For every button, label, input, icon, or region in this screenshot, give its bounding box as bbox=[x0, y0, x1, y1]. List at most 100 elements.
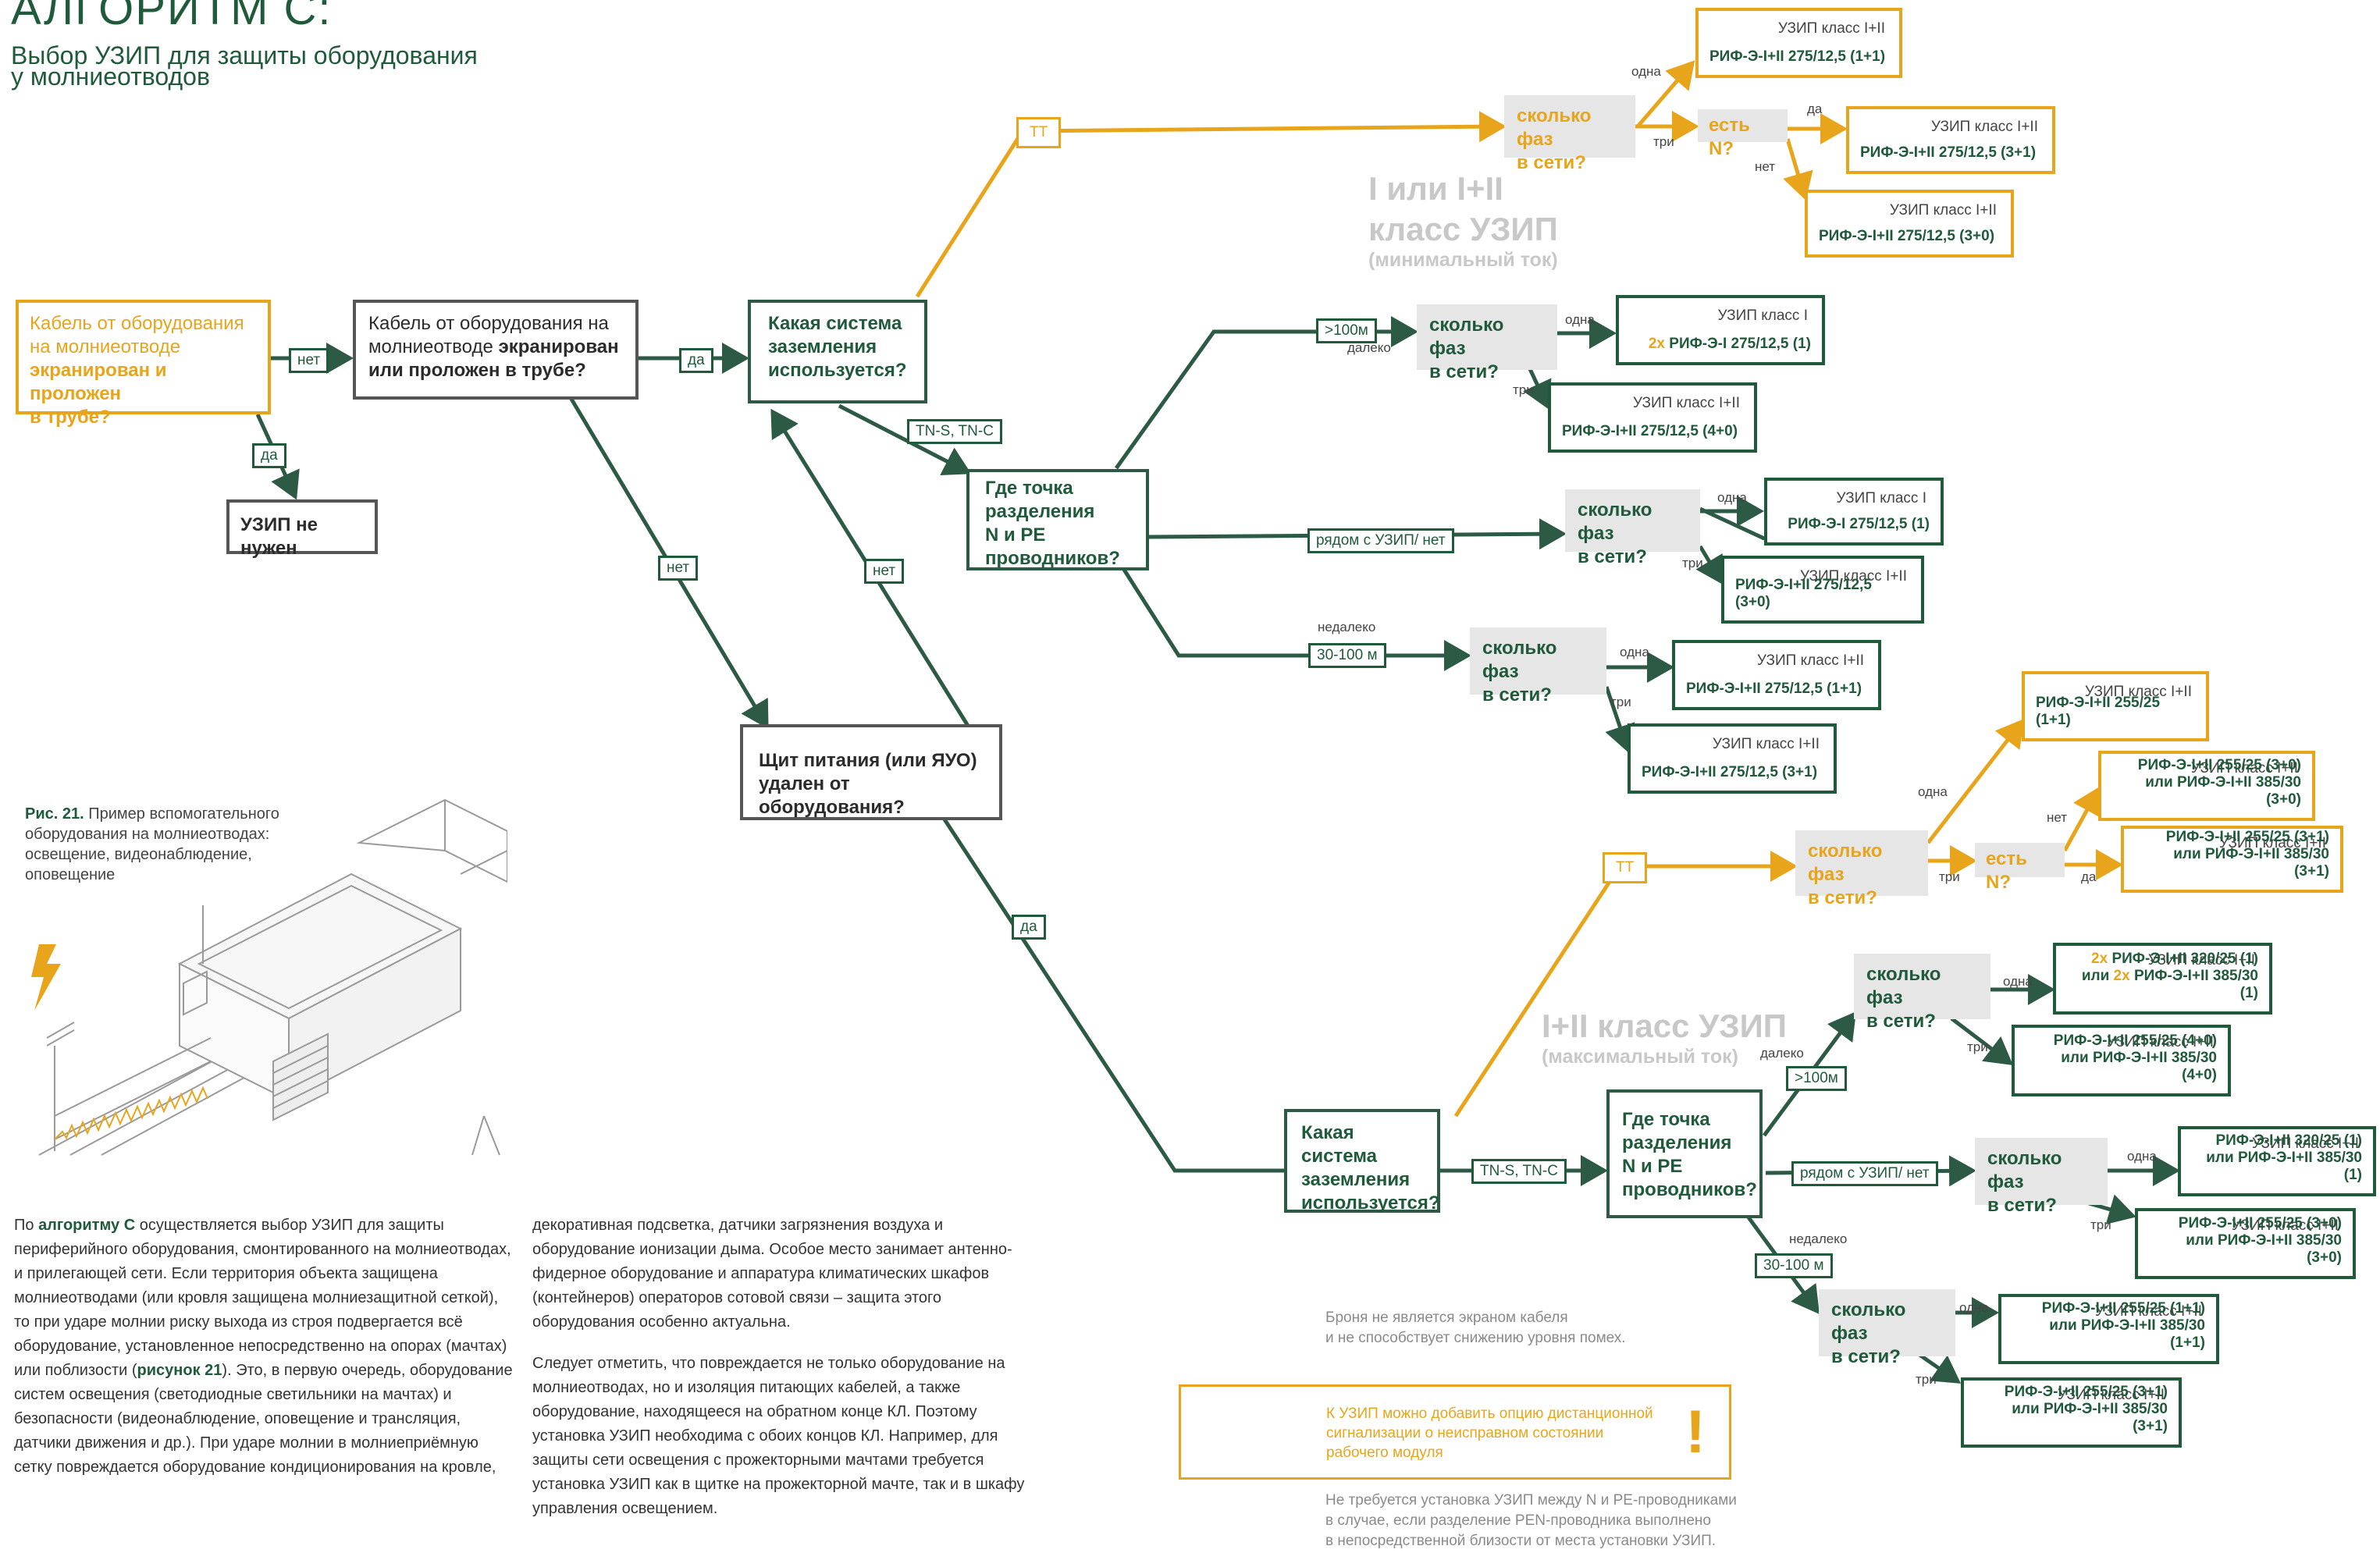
edge-label-near-spd: рядом с УЗИП/ нет bbox=[1791, 1161, 1938, 1186]
edge-label-tns-tnc: TN-S, TN-C bbox=[1471, 1159, 1567, 1184]
phases-line: в сети? bbox=[1429, 361, 1499, 382]
result-class: УЗИП класс I+II bbox=[2084, 684, 2192, 700]
max-class-line: I+II класс УЗИП bbox=[1542, 1007, 1787, 1044]
result-class: УЗИП класс I+II bbox=[2094, 1303, 2202, 1320]
figure-caption-label: Рис. 21. bbox=[25, 805, 84, 823]
result-class: УЗИП класс I+II bbox=[1889, 202, 1997, 219]
result-value: РИФ-Э-I+II 275/12,5 (3+0) bbox=[1735, 577, 1872, 610]
body-paragraph: По алгоритму С осуществляется выбор УЗИП… bbox=[14, 1214, 514, 1480]
min-class-label: I или I+II класс УЗИП (минимальный ток) bbox=[1368, 169, 1558, 270]
edge-label-range: 30-100 м bbox=[1308, 643, 1386, 668]
body-paragraph: декоративная подсветка, датчики загрязне… bbox=[532, 1217, 1012, 1331]
result-class: УЗИП класс I+II bbox=[2231, 1217, 2339, 1234]
phases-line: в сети? bbox=[1808, 887, 1877, 908]
result-box: УЗИП класс I+II РИФ-Э-I+II 255/25 (1+1) … bbox=[1998, 1294, 2219, 1364]
result-class: УЗИП класс I+II bbox=[2251, 1135, 2359, 1152]
result-value: РИФ-Э-I+II 320/25 (1) или РИФ-Э-I+II 385… bbox=[2192, 1132, 2362, 1184]
edge-text-one: одна bbox=[1565, 312, 1595, 327]
edge-text-not-far: недалеко bbox=[1318, 620, 1376, 634]
result-value: РИФ-Э-I+II 255/25 (3+1) или РИФ-Э-I+II 3… bbox=[1975, 1384, 2168, 1435]
split1-line: разделения bbox=[985, 501, 1095, 522]
result-multiplier: 2х bbox=[2113, 968, 2134, 984]
edge-label-tt: ТТ bbox=[1016, 117, 1062, 148]
result-box: УЗИП класс I+II РИФ-Э-I+II 255/25 (3+0) … bbox=[2135, 1208, 2356, 1279]
edge-text-no: нет bbox=[1755, 159, 1776, 174]
edge-text-one: одна bbox=[1918, 784, 1948, 799]
figure-caption: Рис. 21. Пример вспомогательного оборудо… bbox=[25, 804, 322, 885]
edge-text-three: три bbox=[1967, 1039, 1988, 1054]
edge-text-one: одна bbox=[1620, 645, 1649, 659]
result-box: УЗИП класс I+II РИФ-Э-I+II 255/25 (3+1) … bbox=[1961, 1377, 2182, 1448]
edge-text-three: три bbox=[1939, 869, 1960, 884]
result-box: УЗИП класс I+II РИФ-Э-I+II 255/25 (1+1) bbox=[2022, 671, 2209, 741]
edge-label-near-spd: рядом с УЗИП/ нет bbox=[1307, 528, 1454, 553]
result-class: УЗИП класс I+II bbox=[1930, 119, 2038, 135]
phases-question-e: сколько фаз в сети? bbox=[1975, 1138, 2108, 1216]
min-class-line: класс УЗИП bbox=[1368, 211, 1558, 247]
edge-label-tt: ТТ bbox=[1603, 852, 1648, 883]
callout-text: К УЗИП можно добавить опцию дистанционно… bbox=[1326, 1404, 1653, 1462]
callout-line: рабочего модуля bbox=[1326, 1445, 1443, 1461]
panel-remote-question-box: Щит питания (или ЯУО) удален от оборудов… bbox=[740, 724, 1002, 820]
split2-line: проводников? bbox=[1622, 1179, 1757, 1200]
start-line: в трубе? bbox=[30, 407, 111, 428]
split1-line: Где точка bbox=[985, 478, 1073, 499]
note-line: и не способствует снижению уровня помех. bbox=[1325, 1330, 1626, 1346]
callout-line: сигнализации о неисправном состоянии bbox=[1326, 1425, 1604, 1441]
body-text-run: По bbox=[14, 1217, 39, 1234]
result-line: РИФ-Э-I+II 255/25 (3+0) bbox=[2178, 1215, 2342, 1231]
phases-question-b: сколько фаз в сети? bbox=[1565, 489, 1700, 567]
edge-text-one: одна bbox=[1959, 1300, 1989, 1315]
body-text-bold: алгоритму С bbox=[38, 1217, 136, 1234]
result-box: УЗИП класс I+II РИФ-Э-I+II 275/12,5 (3+1… bbox=[1846, 106, 2055, 174]
phases-line: сколько фаз bbox=[1987, 1148, 2062, 1192]
result-class: УЗИП класс I+II bbox=[2190, 760, 2298, 776]
result-value: РИФ-Э-I+II 255/25 (3+1) или РИФ-Э-I+II 3… bbox=[2135, 829, 2329, 880]
result-box: УЗИП класс I+II РИФ-Э-I+II 275/12,5 (1+1… bbox=[1695, 8, 1902, 78]
result-value: РИФ-Э-I+II 275/12,5 (3+1) bbox=[1860, 144, 2037, 161]
result-box: УЗИП класс I РИФ-Э-I 275/12,5 (1) bbox=[1764, 478, 1944, 546]
remote-signal-callout: К УЗИП можно добавить опцию дистанционно… bbox=[1179, 1384, 1731, 1480]
phases-question-d: сколько фаз в сети? bbox=[1854, 954, 1990, 1032]
phases-line: сколько фаз bbox=[1578, 499, 1652, 544]
split2-line: N и PE bbox=[1622, 1156, 1683, 1177]
subtitle-line: Выбор УЗИП для защиты оборудования bbox=[11, 41, 478, 69]
panel-line: Щит питания (или ЯУО) bbox=[759, 750, 977, 771]
result-line: РИФ-Э-I+II 255/25 (3+0) bbox=[2137, 757, 2301, 773]
result-class: УЗИП класс I+II bbox=[1756, 652, 1864, 669]
result-line: или РИФ-Э-I+II 385/30 (3+0) bbox=[2145, 774, 2301, 808]
result-value: РИФ-Э-I+II 255/25 (1+1) или РИФ-Э-I+II 3… bbox=[2012, 1300, 2205, 1352]
edge-text-yes: да bbox=[1807, 101, 1823, 116]
edge-text-no: нет bbox=[2047, 810, 2068, 825]
result-box: УЗИП класс I+II РИФ-Э-I+II 275/12,5 (3+0… bbox=[1721, 556, 1924, 624]
phases-line: сколько фаз bbox=[1866, 964, 1941, 1008]
phases-line: в сети? bbox=[1866, 1011, 1936, 1032]
split2-line: разделения bbox=[1622, 1132, 1732, 1153]
min-class-sub: (минимальный ток) bbox=[1368, 249, 1558, 271]
result-class: УЗИП класс I+II bbox=[2106, 1034, 2214, 1050]
result-line: РИФ-Э-I+II 255/25 (3+1) bbox=[2165, 829, 2329, 845]
phases-question-a: сколько фаз в сети? bbox=[1417, 304, 1557, 382]
edge-label-yes: да bbox=[252, 443, 286, 468]
edge-label-no: нет bbox=[864, 559, 905, 584]
result-value: 2х РИФ-Э-I 275/12,5 (1) bbox=[1630, 336, 1811, 353]
grounding2-line: используется? bbox=[1301, 1192, 1440, 1214]
result-value: РИФ-Э-I+II 255/25 (3+0) или РИФ-Э-I+II 3… bbox=[2112, 757, 2301, 808]
result-value: РИФ-Э-I 275/12,5 (1) bbox=[1788, 516, 1930, 532]
phases-question-f: сколько фаз в сети? bbox=[1819, 1289, 1955, 1367]
grounding-question-2: Какая система заземления используется? bbox=[1284, 1109, 1440, 1214]
phases-line: в сети? bbox=[1987, 1195, 2057, 1216]
result-class: УЗИП класс I bbox=[1836, 490, 1926, 506]
result-line: или РИФ-Э-I+II 385/30 (4+0) bbox=[2061, 1050, 2217, 1083]
result-multiplier: 2х bbox=[2091, 951, 2112, 967]
edge-text-far: далеко bbox=[1760, 1046, 1804, 1061]
subtitle-line: у молниеотводов bbox=[11, 62, 210, 91]
result-line: или 2х РИФ-Э-I+II 385/30 (1) bbox=[2067, 968, 2258, 1002]
phases-line: в сети? bbox=[1517, 152, 1586, 173]
result-value: РИФ-Э-I+II 255/25 (1+1) bbox=[2036, 695, 2161, 728]
edge-text-one: одна bbox=[2003, 974, 2033, 989]
result-class: УЗИП класс I+II bbox=[1799, 568, 1907, 585]
body-text-bold: рисунок 21 bbox=[137, 1362, 222, 1379]
result-box: УЗИП класс I+II РИФ-Э-I+II 275/12,5 (4+0… bbox=[1548, 382, 1757, 453]
max-class-sub: (максимальный ток) bbox=[1542, 1046, 1738, 1068]
